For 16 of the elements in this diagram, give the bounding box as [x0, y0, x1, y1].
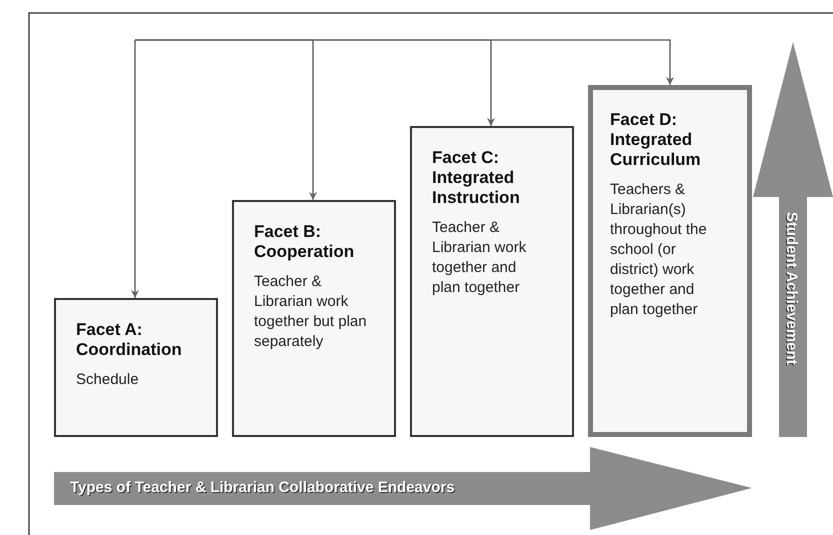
- facet-description: Teacher & Librarian work together but plan separately: [254, 272, 368, 352]
- arrow-label: Student Achievement: [783, 212, 800, 365]
- connector-arrow: [131, 39, 139, 298]
- facet-heading: Facet A: Coordination: [76, 320, 183, 360]
- facet-box: [232, 200, 396, 437]
- facet-description: Schedule: [76, 370, 140, 390]
- facet-description: Teachers & Librarian(s) throughout the school (or district) work together and plan together: [610, 180, 708, 320]
- facet-box: [54, 298, 218, 437]
- arrow-label: Types of Teacher & Librarian Collaborative Endeavors: [70, 479, 455, 496]
- connector-arrow: [135, 39, 674, 85]
- facet-description: Teacher & Librarian work together and plan together: [432, 218, 528, 298]
- facet-heading: Facet C: Integrated Instruction: [432, 148, 521, 208]
- facet-heading: Facet D: Integrated Curriculum: [610, 110, 702, 170]
- facet-heading: Facet B: Cooperation: [254, 222, 356, 262]
- facet-box: [588, 85, 752, 437]
- facet-box: [410, 126, 574, 437]
